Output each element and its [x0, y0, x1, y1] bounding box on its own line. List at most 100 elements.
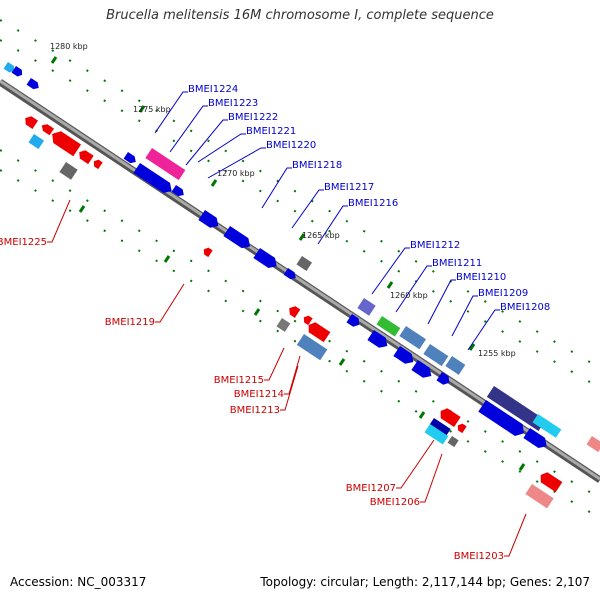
gene-forward [523, 428, 547, 448]
gene-forward [478, 400, 524, 436]
gene-reverse [457, 423, 467, 434]
gene-label[interactable]: BMEI1217 [324, 182, 374, 193]
major-tick [418, 411, 426, 419]
gene-label[interactable]: BMEI1206 [370, 497, 420, 508]
gene-label[interactable]: BMEI1223 [208, 98, 258, 109]
gene-reverse-gray [59, 162, 78, 180]
major-tick [298, 233, 306, 241]
gene-label[interactable]: BMEI1218 [292, 160, 342, 171]
leader-line [47, 199, 71, 243]
major-tick [163, 255, 171, 263]
gene-reverse-steelblue [296, 334, 328, 361]
leader-line [185, 119, 228, 166]
gene-label[interactable]: BMEI1214 [234, 389, 284, 400]
leader-line [169, 105, 208, 153]
gene-forward-steelblue [445, 356, 466, 375]
leader-line [207, 147, 266, 179]
gene-label[interactable]: BMEI1220 [266, 140, 316, 151]
gene-reverse [25, 116, 39, 129]
leader-line [504, 513, 527, 557]
gene-label[interactable]: BMEI1219 [105, 317, 155, 328]
gene-reverse-pink [525, 484, 554, 509]
leader-line [291, 189, 324, 229]
forward-genes [3, 62, 600, 453]
gene-forward-pink [586, 436, 600, 453]
gene-forward [283, 268, 296, 280]
gene-reverse-cyan [28, 134, 45, 149]
gene-label[interactable]: BMEI1212 [410, 240, 460, 251]
leader-line [467, 309, 500, 351]
leader-line [420, 453, 443, 503]
gene-reverse [93, 159, 103, 170]
gene-forward [171, 185, 184, 197]
leader-line [154, 91, 188, 134]
leader-line [371, 247, 410, 295]
gene-forward-purple [357, 298, 376, 316]
gene-label[interactable]: BMEI1208 [500, 302, 550, 313]
major-tick [518, 463, 526, 471]
gene-forward [133, 163, 172, 193]
tick-label: 1260 kbp [390, 291, 428, 300]
gene-label[interactable]: BMEI1222 [228, 112, 278, 123]
leader-line [396, 439, 435, 489]
major-tick [338, 358, 346, 366]
gene-forward-green [376, 316, 401, 337]
gene-reverse-cyan [424, 424, 449, 445]
tick-label: 1265 kbp [302, 231, 340, 240]
gene-reverse [540, 472, 563, 493]
gene-reverse [52, 131, 82, 157]
gene-reverse [203, 247, 213, 258]
gene-reverse [79, 150, 94, 165]
gene-forward [411, 360, 432, 378]
leader-line [451, 295, 478, 337]
forward-gene-labels: BMEI1224 BMEI1223 BMEI1222 BMEI1221 BMEI… [188, 84, 550, 313]
major-tick [386, 281, 394, 289]
gene-label[interactable]: BMEI1224 [188, 84, 238, 95]
gene-reverse-navy [429, 418, 451, 436]
leader-line [284, 355, 301, 395]
gene-forward [223, 226, 251, 249]
major-tick [78, 205, 86, 213]
leader-line [155, 283, 185, 323]
gene-label[interactable]: BMEI1215 [214, 375, 264, 386]
major-tick [50, 56, 58, 64]
leader-line [197, 133, 246, 163]
gene-label[interactable]: BMEI1225 [0, 237, 47, 248]
gene-label[interactable]: BMEI1210 [456, 272, 506, 283]
gene-forward-magenta [145, 148, 186, 181]
gene-forward-steelblue [399, 326, 427, 350]
gene-label[interactable]: BMEI1213 [230, 405, 280, 416]
tick-label: 1275 kbp [133, 105, 171, 114]
leader-line [395, 265, 432, 313]
gene-label[interactable]: BMEI1216 [348, 198, 398, 209]
gene-forward [123, 152, 136, 164]
gene-forward-steelblue [423, 344, 449, 367]
tick-label: 1280 kbp [50, 42, 88, 51]
tick-label: 1255 kbp [478, 349, 516, 358]
gene-forward [253, 248, 277, 268]
gene-label[interactable]: BMEI1209 [478, 288, 528, 299]
tick-lane-outer-1 [0, 39, 600, 389]
gene-label[interactable]: BMEI1207 [346, 483, 396, 494]
gene-label[interactable]: BMEI1221 [246, 126, 296, 137]
gene-label[interactable]: BMEI1211 [432, 258, 482, 269]
gene-reverse-gray [276, 318, 291, 332]
gene-forward [198, 210, 219, 228]
tick-labels: 1280 kbp 1275 kbp 1270 kbp 1265 kbp 1260… [50, 42, 516, 358]
gene-reverse [303, 315, 313, 326]
reverse-genes [25, 116, 563, 509]
leader-line [280, 365, 299, 411]
gene-label[interactable]: BMEI1203 [454, 551, 504, 562]
gene-reverse [308, 322, 331, 343]
tick-label: 1270 kbp [217, 169, 255, 178]
gene-forward [26, 78, 39, 90]
major-tick [253, 308, 261, 316]
gene-forward [367, 330, 388, 348]
leader-line [317, 205, 348, 245]
gene-forward [11, 66, 23, 77]
tick-lane-outer-2 [0, 19, 600, 369]
gene-forward-gray [296, 256, 313, 271]
gene-forward [436, 372, 450, 385]
